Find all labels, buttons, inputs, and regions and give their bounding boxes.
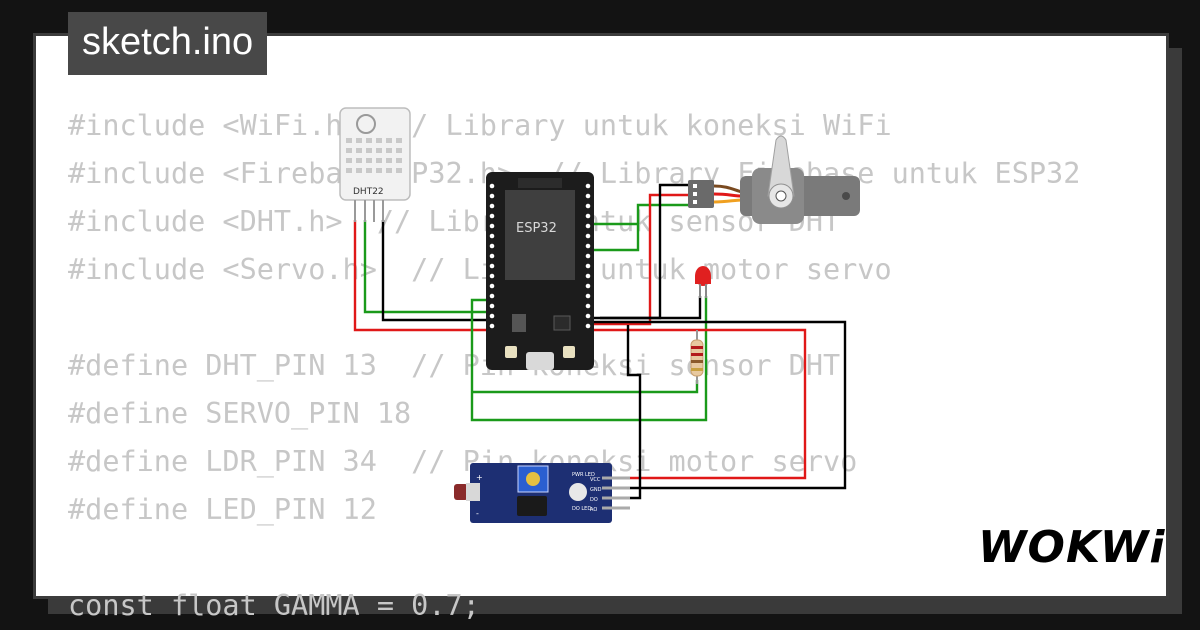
do-led-label: DO LED: [572, 506, 591, 512]
wokwi-logo: WOKWi: [978, 522, 1166, 573]
wire-resistor-bottom[interactable]: [472, 380, 699, 394]
wire-servo-signal[interactable]: [590, 222, 640, 252]
esp32-left-pins: [489, 183, 495, 329]
dht-label: DHT22: [353, 187, 384, 197]
code-line-4: #include <Servo.h> // Library untuk moto…: [68, 253, 892, 286]
wire-dht-gnd[interactable]: [381, 220, 490, 322]
wire-led-anode[interactable]: [470, 296, 708, 422]
usb-port: [526, 352, 554, 370]
wire-dht-vcc[interactable]: [353, 220, 490, 332]
servo-motor[interactable]: [688, 135, 860, 224]
wire-dht-data[interactable]: [363, 220, 490, 314]
ldr-pin-ao: AO: [590, 507, 597, 513]
code-line-7: #define SERVO_PIN 18: [68, 397, 412, 430]
preview-card: #include <WiFi.h> // Library untuk konek…: [33, 33, 1169, 622]
svg-text:-: -: [476, 509, 479, 518]
code-line-6: #define DHT_PIN 13 // Pin koneksi sensor…: [68, 349, 841, 382]
ldr-pin-vcc: VCC: [590, 477, 601, 483]
wire-led-gnd[interactable]: [600, 296, 702, 320]
code-line-9: #define LED_PIN 12: [68, 493, 377, 526]
esp32-board[interactable]: ESP32: [486, 172, 594, 370]
dht22-sensor[interactable]: DHT22: [339, 107, 411, 222]
file-title-tab: sketch.ino: [68, 12, 268, 75]
comparator-chip: [517, 496, 547, 516]
photoresistor: [454, 484, 468, 500]
ldr-module[interactable]: + - PWR LED DO LED VCC GND DO AO: [454, 463, 630, 523]
ldr-led: [569, 483, 587, 501]
ldr-pin-do: DO: [590, 497, 598, 503]
wire-ldr-ao[interactable]: [626, 325, 642, 500]
wires: [353, 183, 847, 500]
resistor[interactable]: [690, 330, 704, 384]
esp32-label: ESP32: [516, 221, 557, 236]
ldr-pin-gnd: GND: [590, 487, 602, 493]
svg-text:+: +: [476, 473, 483, 482]
code-line-11: const float GAMMA = 0.7;: [68, 589, 480, 622]
boot-button[interactable]: [505, 346, 517, 358]
wire-servo-vcc[interactable]: [590, 193, 688, 326]
code-line-8: #define LDR_PIN 34 // Pin koneksi motor …: [68, 445, 858, 478]
reset-button[interactable]: [563, 346, 575, 358]
code-background: #include <WiFi.h> // Library untuk konek…: [68, 102, 1080, 630]
red-led[interactable]: [695, 266, 711, 298]
esp32-right-pins: [585, 183, 591, 329]
wire-servo-signal-2[interactable]: [636, 203, 688, 224]
wire-ldr-gnd[interactable]: [590, 320, 847, 490]
pwr-led-label: PWR LED: [572, 472, 595, 478]
